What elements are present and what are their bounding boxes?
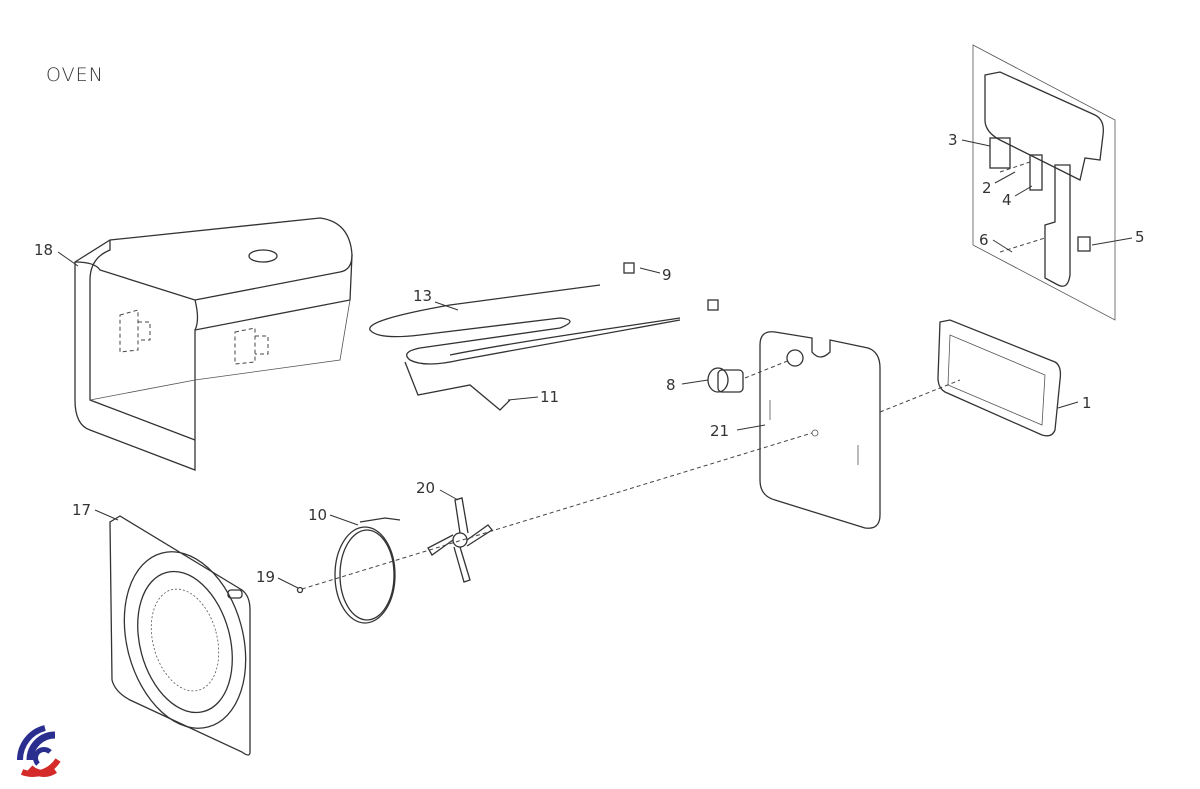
callout-2: 2 bbox=[982, 179, 992, 197]
callout-13: 13 bbox=[413, 287, 432, 305]
part-1-control-panel bbox=[879, 319, 1062, 437]
part-17-door-inner bbox=[109, 515, 251, 756]
part-8-lamp bbox=[707, 359, 791, 393]
assembly-axis-line bbox=[301, 432, 813, 590]
part-13-grill-element bbox=[369, 262, 719, 411]
callout-leaders bbox=[57, 139, 1133, 589]
callout-3: 3 bbox=[948, 131, 958, 149]
callout-4: 4 bbox=[1002, 191, 1012, 209]
callout-17: 17 bbox=[72, 501, 91, 519]
callout-10: 10 bbox=[308, 506, 327, 524]
callout-20: 20 bbox=[416, 479, 435, 497]
callout-1: 1 bbox=[1082, 394, 1092, 412]
callout-6: 6 bbox=[979, 231, 989, 249]
inset-control-electronics bbox=[972, 44, 1116, 321]
part-10-circular-element bbox=[334, 517, 401, 624]
callout-5: 5 bbox=[1135, 228, 1145, 246]
callout-19: 19 bbox=[256, 568, 275, 586]
diagram-title: OVEN bbox=[46, 64, 104, 86]
brand-logo bbox=[17, 725, 61, 777]
part-19-screw bbox=[296, 586, 304, 594]
callout-18: 18 bbox=[34, 241, 53, 259]
part-18-oven-cavity bbox=[74, 217, 353, 471]
callout-11: 11 bbox=[540, 388, 559, 406]
callout-9: 9 bbox=[662, 266, 672, 284]
part-21-back-panel bbox=[759, 331, 881, 529]
callout-21: 21 bbox=[710, 422, 729, 440]
callout-8: 8 bbox=[666, 376, 676, 394]
part-20-fan-blade bbox=[427, 497, 493, 583]
